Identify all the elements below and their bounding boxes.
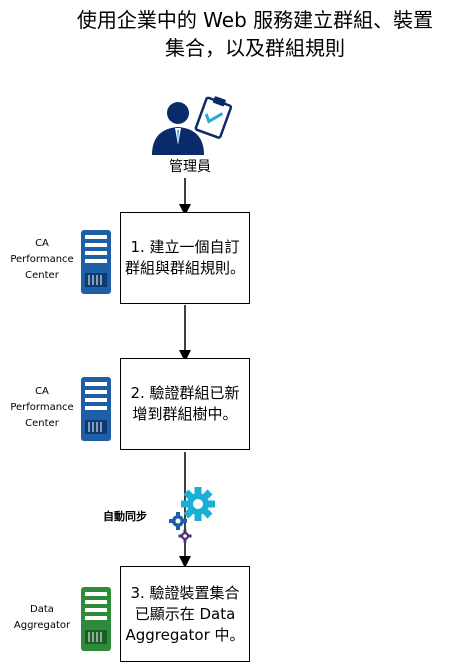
server-icon (81, 230, 111, 294)
step-box-1: 1. 建立一個自訂群組與群組規則。 (120, 212, 250, 304)
title-line-2: 集合，以及群組規則 (165, 36, 345, 60)
server-icon (81, 377, 111, 441)
system-label-step-2: CA Performance Center (10, 386, 74, 429)
diagram-title: 使用企業中的 Web 服務建立群組、裝置 集合，以及群組規則 (60, 6, 450, 62)
sync-label: 自動同步 (103, 510, 147, 523)
step-box-3: 3. 驗證裝置集合已顯示在 Data Aggregator 中。 (120, 566, 250, 662)
actor-label: 管理員 (169, 159, 211, 175)
server-icon (81, 587, 111, 651)
administrator-user-icon (152, 96, 233, 155)
gears-icon (169, 487, 215, 543)
title-line-1: 使用企業中的 Web 服務建立群組、裝置 (76, 8, 434, 32)
system-label-step-1: CA Performance Center (10, 238, 74, 281)
step-box-2: 2. 驗證群組已新增到群組樹中。 (120, 358, 250, 450)
system-label-step-3: Data Aggregator (13, 604, 71, 631)
